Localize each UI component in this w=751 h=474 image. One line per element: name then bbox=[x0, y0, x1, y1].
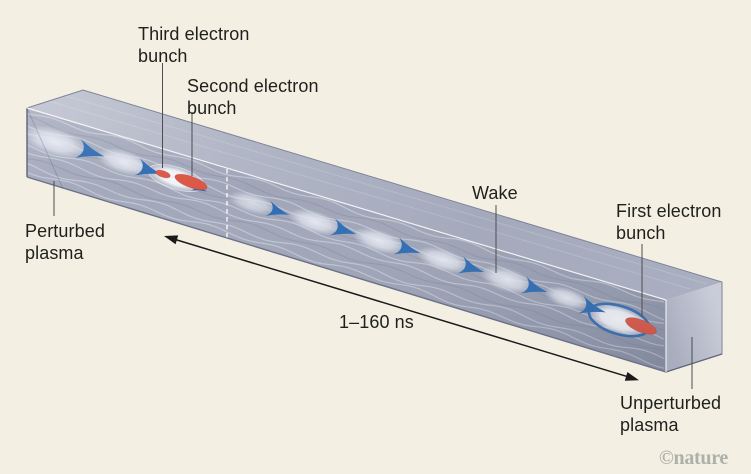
bar-end-face bbox=[666, 282, 722, 372]
top-face-streaks bbox=[47, 95, 708, 290]
label-timescale: 1–160 ns bbox=[339, 312, 414, 332]
label-unperturbed-plasma: Unperturbed plasma bbox=[620, 393, 722, 435]
label-second-electron-bunch: Second electron bunch bbox=[187, 76, 319, 118]
front-face-shading bbox=[27, 108, 666, 372]
front-top-highlight bbox=[26, 107, 667, 301]
label-third-electron-bunch: Third electron bunch bbox=[138, 24, 250, 66]
label-first-electron-bunch: First electron bunch bbox=[616, 201, 722, 243]
label-perturbed-plasma: Perturbed plasma bbox=[25, 221, 105, 263]
bar-edges bbox=[26, 89, 723, 373]
pointer-lines bbox=[53, 63, 693, 389]
label-wake: Wake bbox=[472, 183, 518, 203]
left-end-crease bbox=[26, 107, 64, 190]
arrowhead-right bbox=[624, 372, 639, 381]
nature-credit: ©nature bbox=[658, 447, 728, 469]
arrowhead-left bbox=[164, 235, 179, 245]
timescale-arrow bbox=[164, 235, 639, 381]
bar-top-face bbox=[27, 90, 722, 300]
